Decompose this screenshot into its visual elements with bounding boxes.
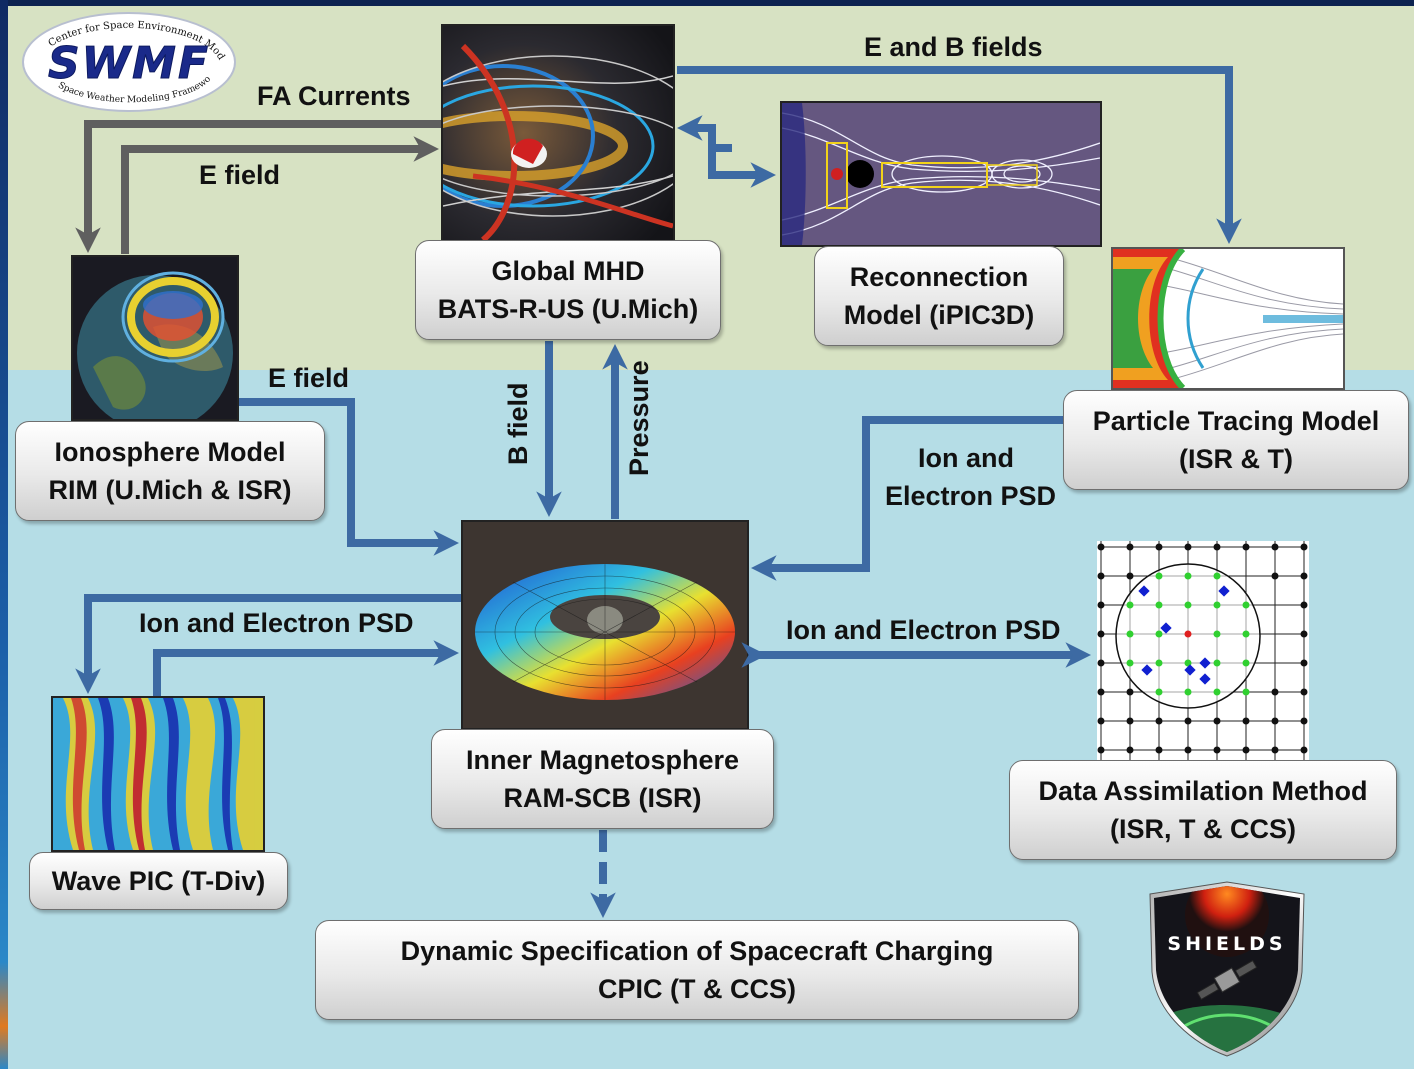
- arrow-e-field-mid: [239, 398, 459, 556]
- reconnection-subtitle: Model (iPIC3D): [843, 300, 1035, 330]
- arrow-mhd-reconnection-start: [677, 115, 732, 152]
- label-b-field: B field: [503, 382, 533, 465]
- box-global-mhd: Global MHD BATS-R-US (U.Mich): [415, 240, 721, 340]
- particle-tracing-title: Particle Tracing Model: [1092, 406, 1380, 436]
- inner-magnetosphere-image: [461, 520, 749, 730]
- reconnection-title: Reconnection: [849, 262, 1029, 292]
- label-fa-currents: FA Currents: [257, 81, 411, 111]
- label-e-and-b-fields: E and B fields: [864, 32, 1043, 62]
- global-mhd-subtitle: BATS-R-US (U.Mich): [437, 294, 699, 324]
- ionosphere-image: [71, 255, 239, 421]
- arrow-ion-electron-psd-to-wave: [75, 594, 461, 694]
- swmf-logo-wordmark: SWMF: [48, 38, 210, 89]
- arrow-e-field-top: [121, 136, 439, 254]
- label-ion-electron-psd-ptm-line1: Ion and: [918, 443, 1014, 473]
- label-ion-electron-psd-da: Ion and Electron PSD: [786, 615, 1061, 645]
- label-e-field-top: E field: [199, 160, 281, 190]
- data-assimilation-title: Data Assimilation Method: [1038, 776, 1368, 806]
- inner-magnetosphere-title: Inner Magnetosphere: [465, 745, 740, 775]
- box-spacecraft-charging: Dynamic Specification of Spacecraft Char…: [315, 920, 1079, 1020]
- global-mhd-title: Global MHD: [491, 256, 645, 286]
- particle-tracing-image: [1111, 247, 1345, 390]
- box-particle-tracing-model: Particle Tracing Model (ISR & T): [1063, 390, 1409, 490]
- wave-pic-image: [51, 696, 265, 852]
- arrow-e-and-b-fields: [677, 66, 1242, 244]
- shields-logo: SHIELDS: [1148, 880, 1306, 1058]
- box-ionosphere-model: Ionosphere Model RIM (U.Mich & ISR): [15, 421, 325, 521]
- data-assimilation-image: [1097, 541, 1309, 761]
- box-wave-pic: Wave PIC (T-Div): [29, 852, 288, 910]
- global-mhd-image: [441, 24, 675, 242]
- ionosphere-subtitle: RIM (U.Mich & ISR): [48, 475, 292, 505]
- box-inner-magnetosphere: Inner Magnetosphere RAM-SCB (ISR): [431, 729, 774, 829]
- spacecraft-charging-subtitle: CPIC (T & CCS): [598, 974, 796, 1004]
- reconnection-image: [780, 101, 1102, 247]
- arrow-ion-electron-psd-from-wave: [153, 640, 459, 696]
- top-frame: [0, 0, 1414, 6]
- spacecraft-charging-title: Dynamic Specification of Spacecraft Char…: [400, 936, 994, 966]
- particle-tracing-subtitle: (ISR & T): [1179, 444, 1293, 474]
- wave-pic-title: Wave PIC (T-Div): [51, 866, 266, 896]
- label-ion-electron-psd-wave: Ion and Electron PSD: [139, 608, 414, 638]
- box-data-assimilation: Data Assimilation Method (ISR, T & CCS): [1009, 760, 1397, 860]
- label-e-field-mid: E field: [268, 363, 350, 393]
- left-frame-stripe: [0, 0, 8, 1069]
- box-reconnection-model: Reconnection Model (iPIC3D): [814, 246, 1064, 346]
- label-ion-electron-psd-ptm-line2: Electron PSD: [885, 481, 1057, 511]
- arrow-ion-electron-psd-ptm: [751, 416, 1063, 581]
- arrow-mhd-reconnection-end: [708, 140, 776, 188]
- ionosphere-title: Ionosphere Model: [54, 437, 286, 467]
- data-assimilation-subtitle: (ISR, T & CCS): [1110, 814, 1296, 844]
- inner-magnetosphere-subtitle: RAM-SCB (ISR): [503, 783, 702, 813]
- arrow-fa-currents: [75, 120, 441, 253]
- shields-logo-text: SHIELDS: [1167, 933, 1286, 955]
- swmf-logo: Center for Space Environment Modeling Sp…: [17, 2, 238, 114]
- label-pressure: Pressure: [624, 360, 654, 476]
